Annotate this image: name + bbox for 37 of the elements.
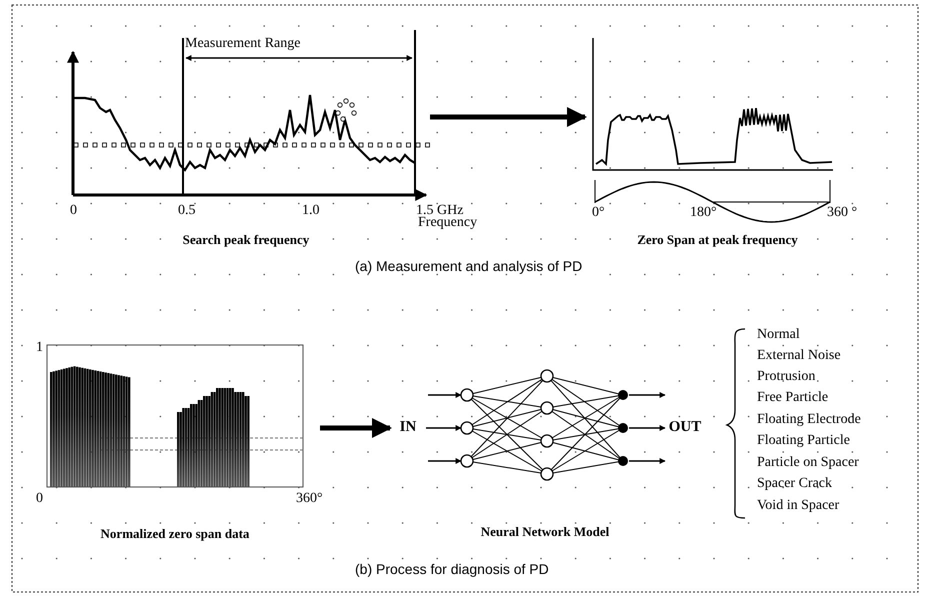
figure-caption: (b) Process for diagnosis of PD <box>355 561 549 577</box>
arrow <box>428 392 462 398</box>
class-label: Protrusion <box>757 369 816 385</box>
arrow <box>426 425 462 431</box>
arrow <box>428 458 462 464</box>
figure-caption: (a) Measurement and analysis of PD <box>355 258 582 274</box>
axis-label: 0.5 <box>178 203 196 219</box>
class-label: Floating Electrode <box>757 412 861 428</box>
axis-label: 360° <box>296 491 323 507</box>
axis-label: 0 <box>36 491 43 507</box>
arrow <box>629 425 666 431</box>
axis-label: 1 <box>36 340 43 356</box>
class-label: Free Particle <box>757 390 828 406</box>
panel-caption: Zero Span at peak frequency <box>636 232 799 248</box>
io-label: OUT <box>668 419 702 436</box>
arrow <box>430 107 587 127</box>
axis-label: Frequency <box>418 215 478 231</box>
class-label: Void in Spacer <box>757 498 840 514</box>
panel-caption: Normalized zero span data <box>100 526 250 542</box>
axis-label: 0 <box>70 203 77 219</box>
class-label: External Noise <box>757 348 841 364</box>
axis-label: 180° <box>690 205 717 221</box>
axis-label: 0° <box>592 205 605 221</box>
axis-label: 360 ° <box>827 205 858 221</box>
io-label: IN <box>398 419 418 436</box>
panel-caption: Neural Network Model <box>480 524 610 540</box>
arrow <box>320 418 392 438</box>
class-label: Normal <box>757 327 800 343</box>
panel-caption: Search peak frequency <box>182 232 310 248</box>
arrow <box>629 392 666 398</box>
class-label: Particle on Spacer <box>757 455 859 471</box>
axis-label: Measurement Range <box>185 36 300 52</box>
class-label: Floating Particle <box>757 433 850 449</box>
axis-label: 1.0 <box>302 203 320 219</box>
arrow <box>629 458 666 464</box>
class-label: Spacer Crack <box>757 476 832 492</box>
axis-label: 1.5 GHz <box>416 203 464 218</box>
